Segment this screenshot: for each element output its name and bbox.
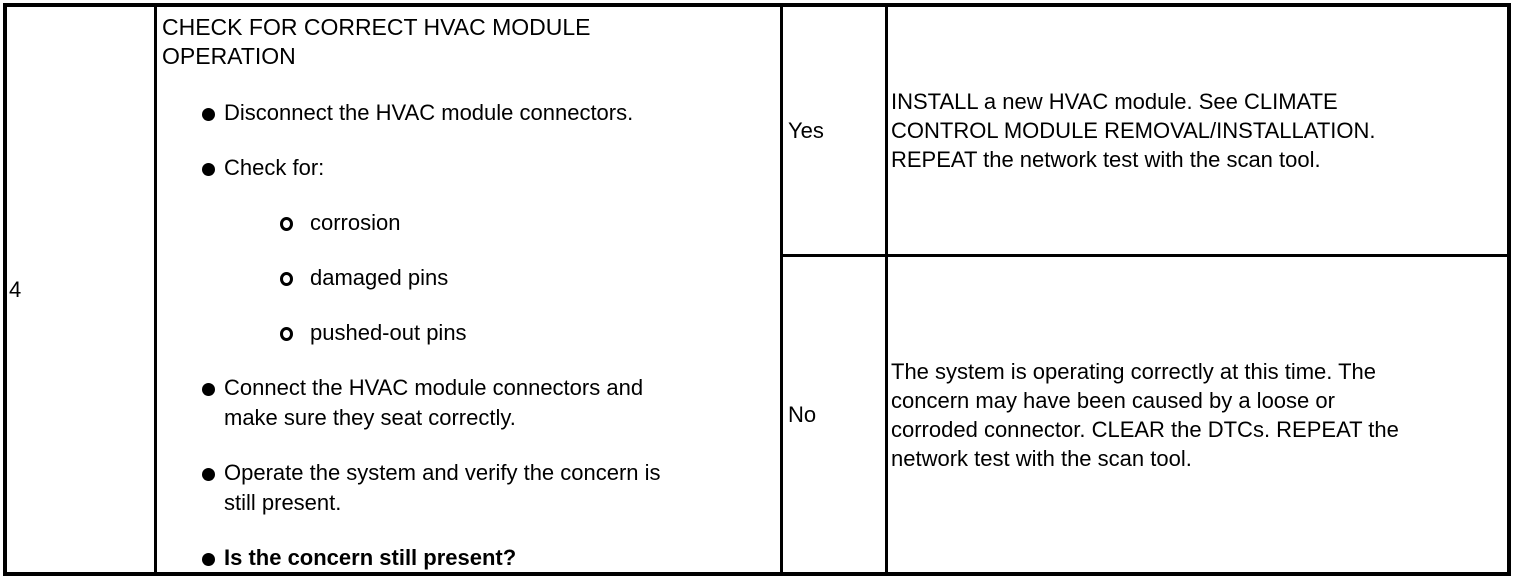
procedure-substep-text: damaged pins [310,265,449,290]
bullet-circle-icon [280,217,293,231]
procedure-step: Connect the HVAC module connectors and m… [162,373,772,433]
outcome-no-label: No [788,401,817,427]
action-no-cell: The system is operating correctly at thi… [888,257,1507,572]
procedure-substep: damaged pins [162,263,772,293]
procedure-step: Operate the system and verify the concer… [162,458,772,518]
procedure-question-text: Is the concern still present? [224,545,517,570]
outcome-no-cell: No [783,257,888,572]
action-yes-text: INSTALL a new HVAC module. See CLIMATE C… [891,89,1376,172]
bullet-disc-icon [202,553,215,566]
outcome-yes-label: Yes [788,117,824,143]
procedure-substep-text: pushed-out pins [310,320,467,345]
procedure-step-text: Check for: [224,155,325,180]
outcome-yes-cell: Yes [783,7,888,257]
bullet-disc-icon [202,383,215,396]
bullet-disc-icon [202,108,215,121]
bullet-circle-icon [280,327,293,341]
action-no-text: The system is operating correctly at thi… [891,358,1399,471]
bullet-circle-icon [280,272,293,286]
procedure-substep: corrosion [162,208,772,238]
procedure-step: Check for: [162,153,772,183]
procedure-step: Is the concern still present? [162,543,772,572]
procedure-step-text: Operate the system and verify the concer… [224,460,661,515]
procedure-step-text: Disconnect the HVAC module connectors. [224,100,634,125]
bullet-disc-icon [202,468,215,481]
procedure-substep-text: corrosion [310,210,401,235]
procedure-substep: pushed-out pins [162,318,772,348]
step-number-cell: 4 [7,7,157,572]
pinpoint-test-table: 4 CHECK FOR CORRECT HVAC MODULE OPERATIO… [3,3,1511,576]
bullet-disc-icon [202,163,215,176]
procedure-step: Disconnect the HVAC module connectors. [162,98,772,128]
procedure-title: CHECK FOR CORRECT HVAC MODULE OPERATION [162,14,591,69]
procedure-cell: CHECK FOR CORRECT HVAC MODULE OPERATION … [157,7,783,572]
step-number: 4 [9,276,22,302]
action-yes-cell: INSTALL a new HVAC module. See CLIMATE C… [888,7,1507,257]
procedure-step-text: Connect the HVAC module connectors and m… [224,375,644,430]
